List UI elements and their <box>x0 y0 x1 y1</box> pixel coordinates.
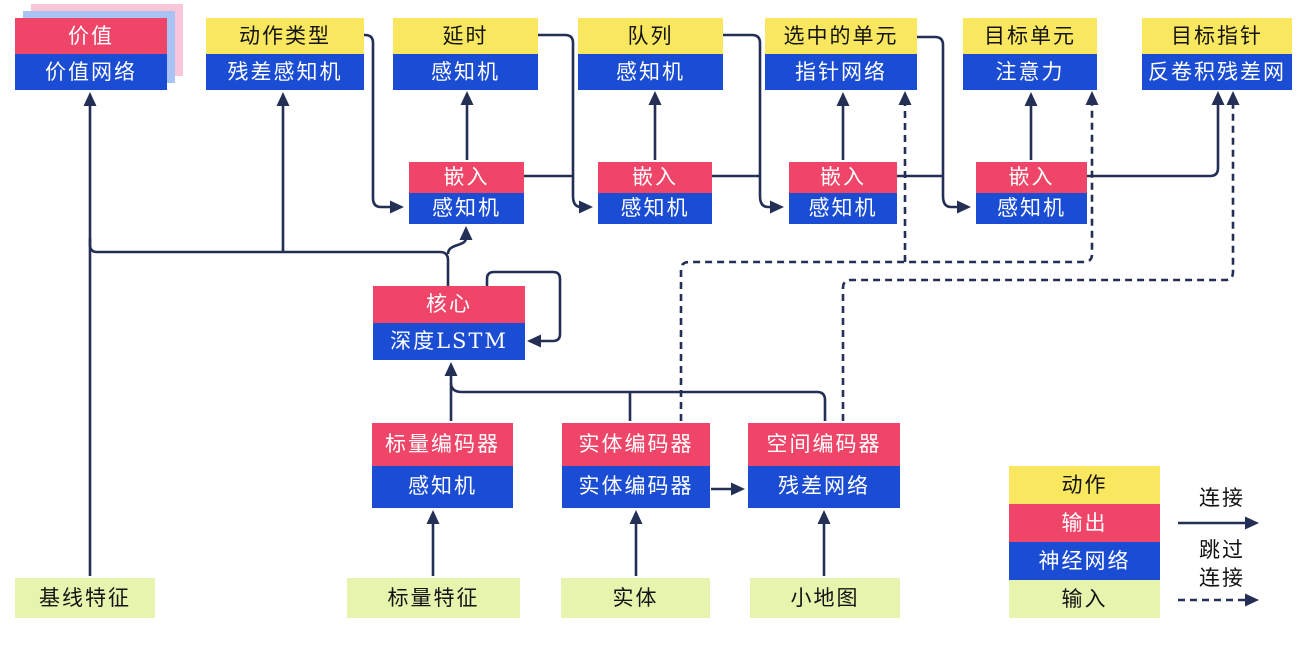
node-baseline-features: 基线特征 <box>15 578 155 618</box>
node-queue-label-0: 队列 <box>578 18 723 54</box>
node-spatial-encoder-label-1: 残差网络 <box>748 465 900 508</box>
legend-item-output: 输出 <box>1009 504 1160 542</box>
node-selected-units: 选中的单元指针网络 <box>765 18 917 90</box>
node-sections: 动作类型残差感知机 <box>206 18 364 90</box>
node-delay-label-1: 感知机 <box>393 54 538 90</box>
node-target-pointer-label-0: 目标指针 <box>1142 18 1292 54</box>
node-sections: 核心深度LSTM <box>373 286 525 360</box>
node-entities-label-0: 实体 <box>561 578 710 618</box>
node-action-type: 动作类型残差感知机 <box>206 18 364 90</box>
edge-delay-to-embed-2 <box>538 33 593 214</box>
node-sections: 实体编码器实体编码器 <box>562 423 710 508</box>
edge-action-type-to-embed-1 <box>363 33 404 214</box>
node-embed-2: 嵌入感知机 <box>598 162 712 224</box>
node-queue-label-1: 感知机 <box>578 54 723 90</box>
node-selected-units-label-0: 选中的单元 <box>765 18 917 54</box>
edge-lstm-recurrent-loop <box>485 270 562 348</box>
node-scalar-encoder-label-0: 标量编码器 <box>372 423 513 466</box>
node-selected-units-label-1: 指针网络 <box>765 54 917 90</box>
legend-color-key: 动作输出神经网络输入 <box>1009 466 1160 618</box>
node-minimap-label-0: 小地图 <box>750 578 900 618</box>
node-action-type-label-1: 残差感知机 <box>206 54 364 90</box>
node-embed-1: 嵌入感知机 <box>409 162 524 224</box>
node-sections: 价值价值网络 <box>15 18 167 90</box>
legend-item-network: 神经网络 <box>1009 542 1160 580</box>
node-entity-encoder: 实体编码器实体编码器 <box>562 423 710 508</box>
edge-spatial-encoder-to-core-collector <box>449 382 827 421</box>
node-embed-4-label-1: 感知机 <box>976 193 1087 224</box>
edge-skip-spatial-to-target-pointer <box>841 91 1240 421</box>
node-embed-2-label-1: 感知机 <box>598 193 712 224</box>
node-scalar-encoder-label-1: 感知机 <box>372 465 513 508</box>
node-entity-encoder-label-1: 实体编码器 <box>562 465 710 508</box>
edge-queue-to-embed-3 <box>723 33 784 214</box>
legend-skip-connection-label-line1: 跳过 <box>1199 538 1245 562</box>
node-entities: 实体 <box>561 578 710 618</box>
node-sections: 嵌入感知机 <box>789 162 897 224</box>
node-baseline-features-label-0: 基线特征 <box>15 578 155 618</box>
node-sections: 目标指针反卷积残差网 <box>1142 18 1292 90</box>
node-value-label-0: 价值 <box>15 18 167 54</box>
node-spatial-encoder-label-0: 空间编码器 <box>748 423 900 466</box>
node-target-pointer: 目标指针反卷积残差网 <box>1142 18 1292 90</box>
edge-skip-entity-to-target-unit <box>679 91 1099 421</box>
node-sections: 目标单元注意力 <box>963 18 1097 90</box>
node-embed-4-label-0: 嵌入 <box>976 162 1087 193</box>
node-embed-2-label-0: 嵌入 <box>598 162 712 193</box>
node-delay: 延时感知机 <box>393 18 538 90</box>
node-sections: 队列感知机 <box>578 18 723 90</box>
edge-core-out-to-embed-1 <box>446 226 473 255</box>
node-target-unit-label-0: 目标单元 <box>963 18 1097 54</box>
legend-item-input: 输入 <box>1009 580 1160 618</box>
node-scalar-encoder: 标量编码器感知机 <box>372 423 513 508</box>
node-embed-1-label-0: 嵌入 <box>409 162 524 193</box>
edge-core-out-left-to-value <box>88 238 450 288</box>
node-queue: 队列感知机 <box>578 18 723 90</box>
node-sections: 嵌入感知机 <box>409 162 524 224</box>
node-embed-3-label-0: 嵌入 <box>789 162 897 193</box>
node-sections: 基线特征 <box>15 578 155 618</box>
node-sections: 嵌入感知机 <box>598 162 712 224</box>
node-target-unit: 目标单元注意力 <box>963 18 1097 90</box>
node-scalar-features-label-0: 标量特征 <box>347 578 520 618</box>
node-value-label-1: 价值网络 <box>15 54 167 90</box>
node-sections: 嵌入感知机 <box>976 162 1087 224</box>
legend-skip-connection-label-line2: 连接 <box>1199 566 1245 590</box>
node-embed-4: 嵌入感知机 <box>976 162 1087 224</box>
node-sections: 选中的单元指针网络 <box>765 18 917 90</box>
node-embed-3: 嵌入感知机 <box>789 162 897 224</box>
node-entity-encoder-label-0: 实体编码器 <box>562 423 710 466</box>
node-action-type-label-0: 动作类型 <box>206 18 364 54</box>
edge-selected-units-to-embed-4 <box>917 35 971 214</box>
node-target-unit-label-1: 注意力 <box>963 54 1097 90</box>
node-core-label-0: 核心 <box>373 286 525 323</box>
node-core: 核心深度LSTM <box>373 286 525 360</box>
node-scalar-features: 标量特征 <box>347 578 520 618</box>
node-sections: 标量特征 <box>347 578 520 618</box>
node-embed-3-label-1: 感知机 <box>789 193 897 224</box>
node-embed-1-label-1: 感知机 <box>409 193 524 224</box>
legend-item-action: 动作 <box>1009 466 1160 504</box>
node-sections: 标量编码器感知机 <box>372 423 513 508</box>
node-sections: 实体 <box>561 578 710 618</box>
node-value: 价值价值网络 <box>15 4 183 90</box>
edge-embed-4-to-target-pointer <box>1087 91 1225 178</box>
node-minimap: 小地图 <box>750 578 900 618</box>
node-target-pointer-label-1: 反卷积残差网 <box>1142 54 1292 90</box>
node-sections: 小地图 <box>750 578 900 618</box>
node-core-label-1: 深度LSTM <box>373 323 525 360</box>
node-delay-label-0: 延时 <box>393 18 538 54</box>
legend-solid-connection-label: 连接 <box>1199 486 1245 510</box>
node-sections: 空间编码器残差网络 <box>748 423 900 508</box>
node-spatial-encoder: 空间编码器残差网络 <box>748 423 900 508</box>
node-sections: 延时感知机 <box>393 18 538 90</box>
